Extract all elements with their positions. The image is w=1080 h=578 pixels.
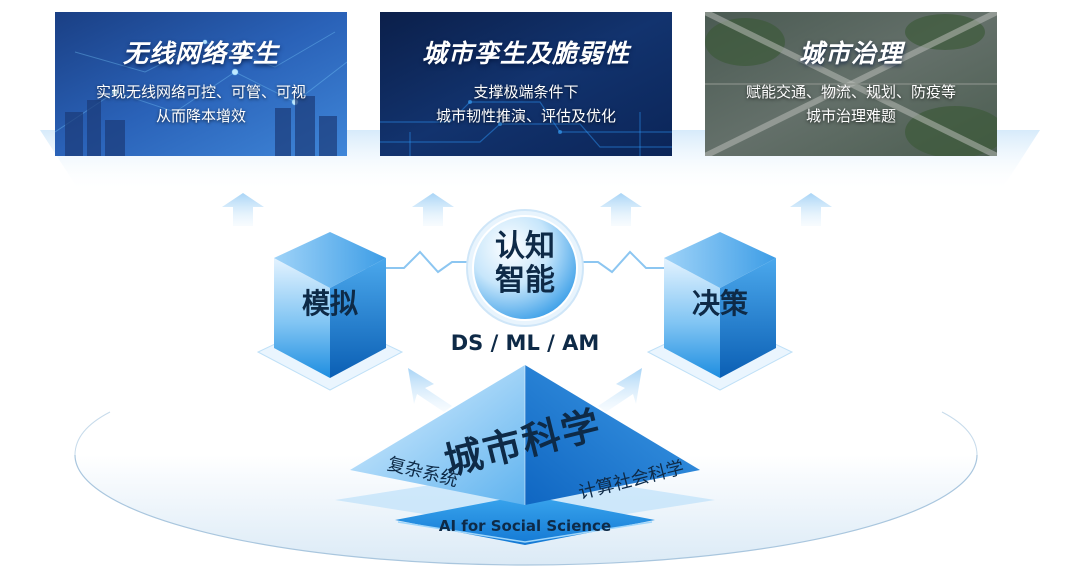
card-text: 无线网络孪生 实现无线网络可控、可管、可视 从而降本增效 <box>55 12 347 128</box>
simulate-label: 模拟 <box>301 287 358 320</box>
sphere-label-line2: 智能 <box>495 263 555 298</box>
card-background <box>705 12 997 156</box>
card-wireless-twin: 无线网络孪生 实现无线网络可控、可管、可视 从而降本增效 <box>55 12 347 156</box>
card-city-twin-vulnerability: 城市孪生及脆弱性 支撑极端条件下 城市韧性推演、评估及优化 <box>380 12 672 156</box>
up-arrow-icon <box>412 193 454 226</box>
card-line: 从而降本增效 <box>155 107 246 125</box>
card-line: 实现无线网络可控、可管、可视 <box>95 83 306 101</box>
up-arrow-icon <box>790 193 832 226</box>
card-line: 城市治理难题 <box>805 107 896 125</box>
right-connector <box>578 250 720 274</box>
pyramid-right-face <box>525 365 700 505</box>
card-line: 赋能交通、物流、规划、防疫等 <box>745 83 956 101</box>
pyramid-bottom-label: AI for Social Science <box>438 517 612 535</box>
pyramid-base-edge <box>397 521 653 543</box>
diagonal-arrow-icon <box>598 368 642 412</box>
floor-ellipse-right-rim <box>941 411 978 456</box>
card-text: 城市治理 赋能交通、物流、规划、防疫等 城市治理难题 <box>705 12 997 128</box>
simulate-cube <box>256 232 404 391</box>
card-background <box>55 12 347 156</box>
card-title: 城市治理 <box>798 39 903 68</box>
floor-ellipse-left-rim <box>74 411 111 456</box>
card-background <box>380 12 672 156</box>
decide-cube <box>646 232 794 391</box>
card-city-governance: 城市治理 赋能交通、物流、规划、防疫等 城市治理难题 <box>705 12 997 156</box>
pyramid-left-face <box>350 365 525 505</box>
up-arrow-icon <box>222 193 264 226</box>
decide-label: 决策 <box>691 287 748 320</box>
methods-label: DS / ML / AM <box>450 331 600 355</box>
card-text: 城市孪生及脆弱性 支撑极端条件下 城市韧性推演、评估及优化 <box>380 12 672 128</box>
card-line: 城市韧性推演、评估及优化 <box>435 107 616 125</box>
up-arrow-icon <box>600 193 642 226</box>
card-title: 城市孪生及脆弱性 <box>421 39 630 68</box>
floor-ellipse-edge <box>74 454 978 566</box>
sphere-label: 认知 智能 <box>475 230 575 298</box>
card-title: 无线网络孪生 <box>122 39 279 68</box>
sphere-label-line1: 认知 <box>495 229 555 264</box>
left-connector <box>330 250 472 274</box>
diagonal-arrow-icon <box>408 368 452 412</box>
card-line: 支撑极端条件下 <box>473 83 579 101</box>
cognitive-sphere <box>472 215 578 321</box>
